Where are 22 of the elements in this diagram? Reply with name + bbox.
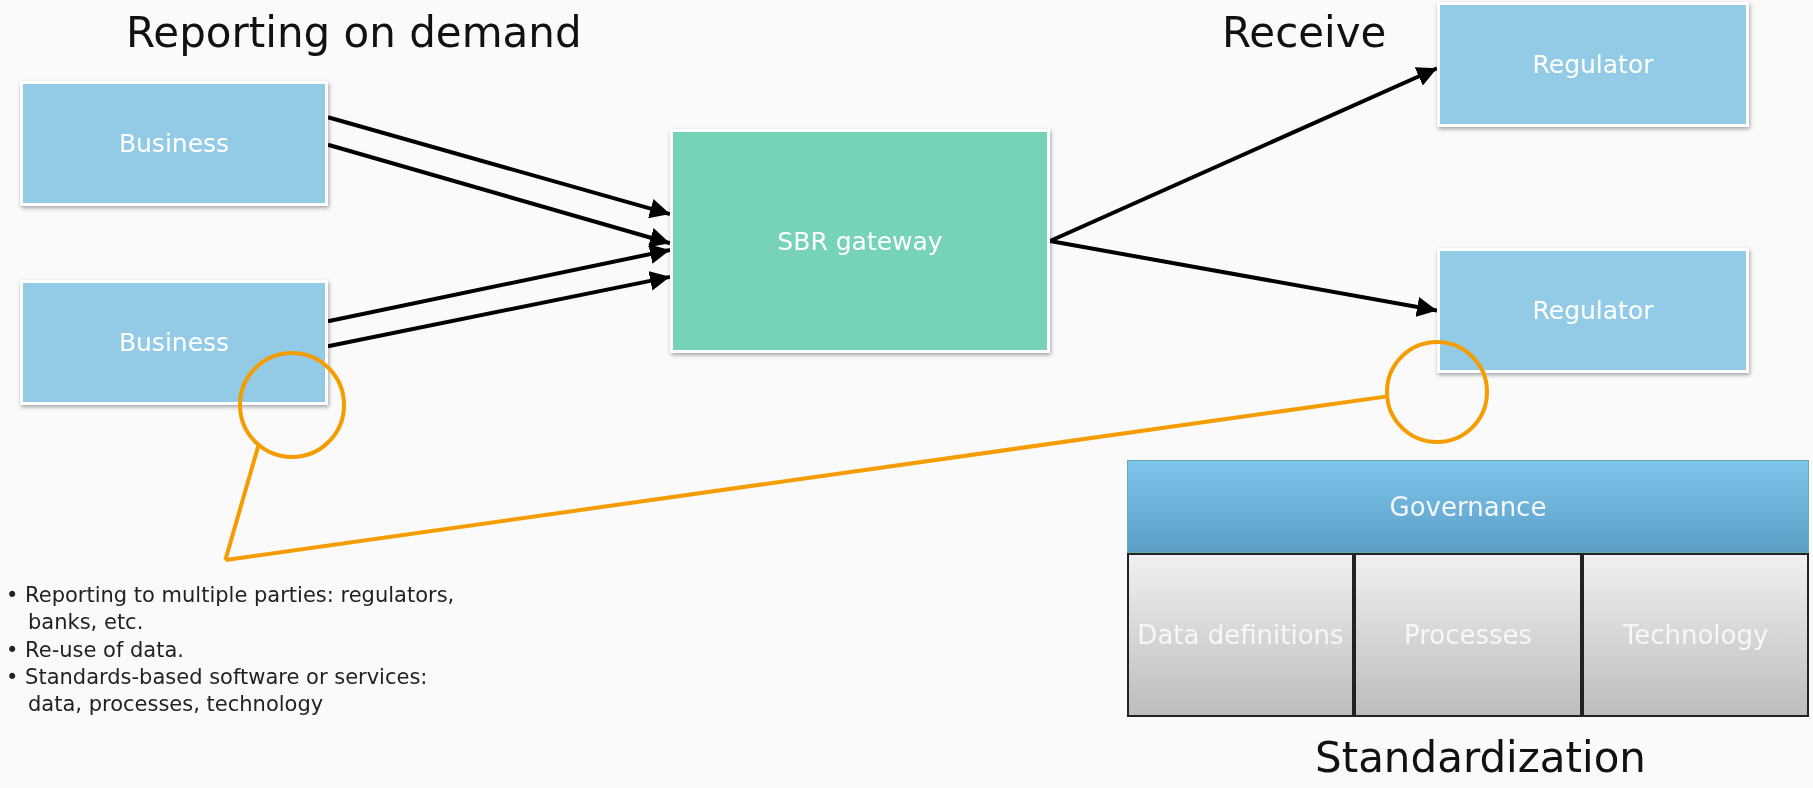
regulator-box: Regulator (1437, 248, 1749, 373)
highlight-circle (237, 350, 347, 460)
governance-bar: Governance (1127, 460, 1809, 553)
bullet-point: • Reporting to multiple parties: regulators, banks, etc. (6, 582, 456, 637)
heading: Reporting on demand (126, 8, 582, 57)
gateway-box: SBR gateway (670, 129, 1050, 353)
arrow (1049, 66, 1438, 243)
highlight-circle (1384, 339, 1490, 445)
business-box: Business (20, 81, 328, 206)
heading: Receive (1222, 8, 1387, 57)
business-box: Business (20, 280, 328, 405)
arrow (327, 142, 671, 248)
arrow (327, 271, 671, 349)
arrow (327, 244, 671, 324)
bullet-point: • Re-use of data. (6, 636, 185, 664)
arrow (1049, 239, 1438, 317)
leader-line (225, 394, 1388, 562)
heading: Standardization (1315, 733, 1646, 782)
regulator-box: Regulator (1437, 2, 1749, 127)
leader-line (223, 444, 261, 561)
arrow (327, 115, 671, 219)
bullet-point: • Standards-based software or services: data, processes, technology (6, 663, 429, 719)
